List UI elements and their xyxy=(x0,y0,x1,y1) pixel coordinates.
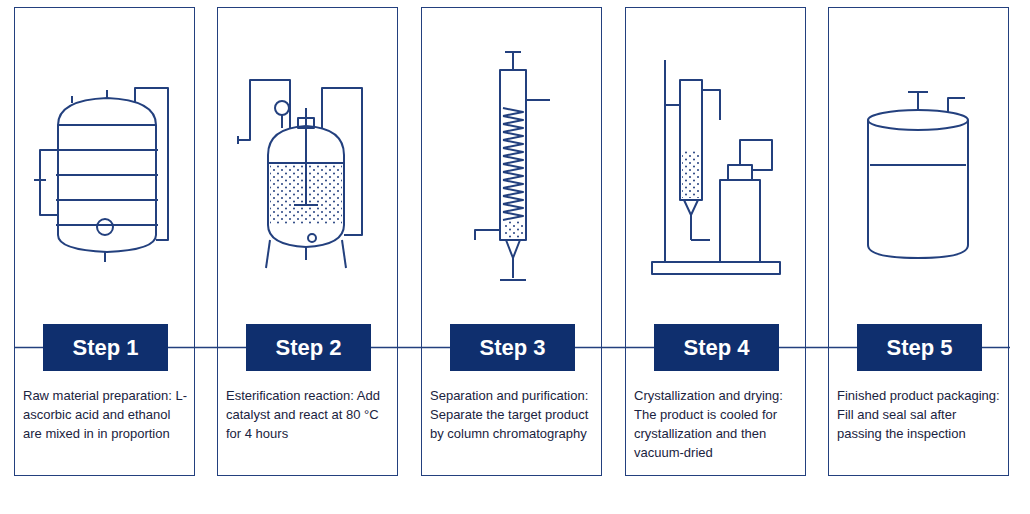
step-label-box: Step 5 xyxy=(857,324,982,371)
step-label-box: Step 1 xyxy=(43,324,168,371)
step-number: Step 5 xyxy=(886,335,952,361)
reactor-vessel xyxy=(238,80,362,268)
timeline-connector xyxy=(575,347,654,349)
step-label-box: Step 2 xyxy=(246,324,371,371)
step-description: Esterification reaction: Add catalyst an… xyxy=(226,386,392,443)
step-label-box: Step 4 xyxy=(654,324,779,371)
step-description: Finished product packaging: Fill and sea… xyxy=(837,386,1003,443)
step-panel: Esterification reaction: Add catalyst an… xyxy=(217,7,398,476)
chromatography-column xyxy=(475,52,550,280)
timeline-line xyxy=(982,347,1010,349)
crystallizer-dryer xyxy=(652,60,780,274)
step-number: Step 4 xyxy=(683,335,749,361)
step-description: Raw material preparation: L-ascorbic aci… xyxy=(23,386,189,443)
timeline-line xyxy=(14,347,43,349)
step-number: Step 3 xyxy=(479,335,545,361)
step-label-box: Step 3 xyxy=(450,324,575,371)
packaging-drum xyxy=(868,92,968,258)
step-panel: Separation and purification: Separate th… xyxy=(421,7,602,476)
timeline-connector xyxy=(779,347,857,349)
step-number: Step 1 xyxy=(72,335,138,361)
step-description: Separation and purification: Separate th… xyxy=(430,386,596,443)
step-number: Step 2 xyxy=(275,335,341,361)
step-panel: Finished product packaging: Fill and sea… xyxy=(828,7,1009,476)
timeline-connector xyxy=(371,347,450,349)
storage-tank xyxy=(34,88,168,262)
step-panel: Raw material preparation: L-ascorbic aci… xyxy=(14,7,195,476)
step-description: Crystallization and drying: The product … xyxy=(634,386,800,462)
step-panel: Crystallization and drying: The product … xyxy=(625,7,806,476)
timeline-connector xyxy=(168,347,246,349)
